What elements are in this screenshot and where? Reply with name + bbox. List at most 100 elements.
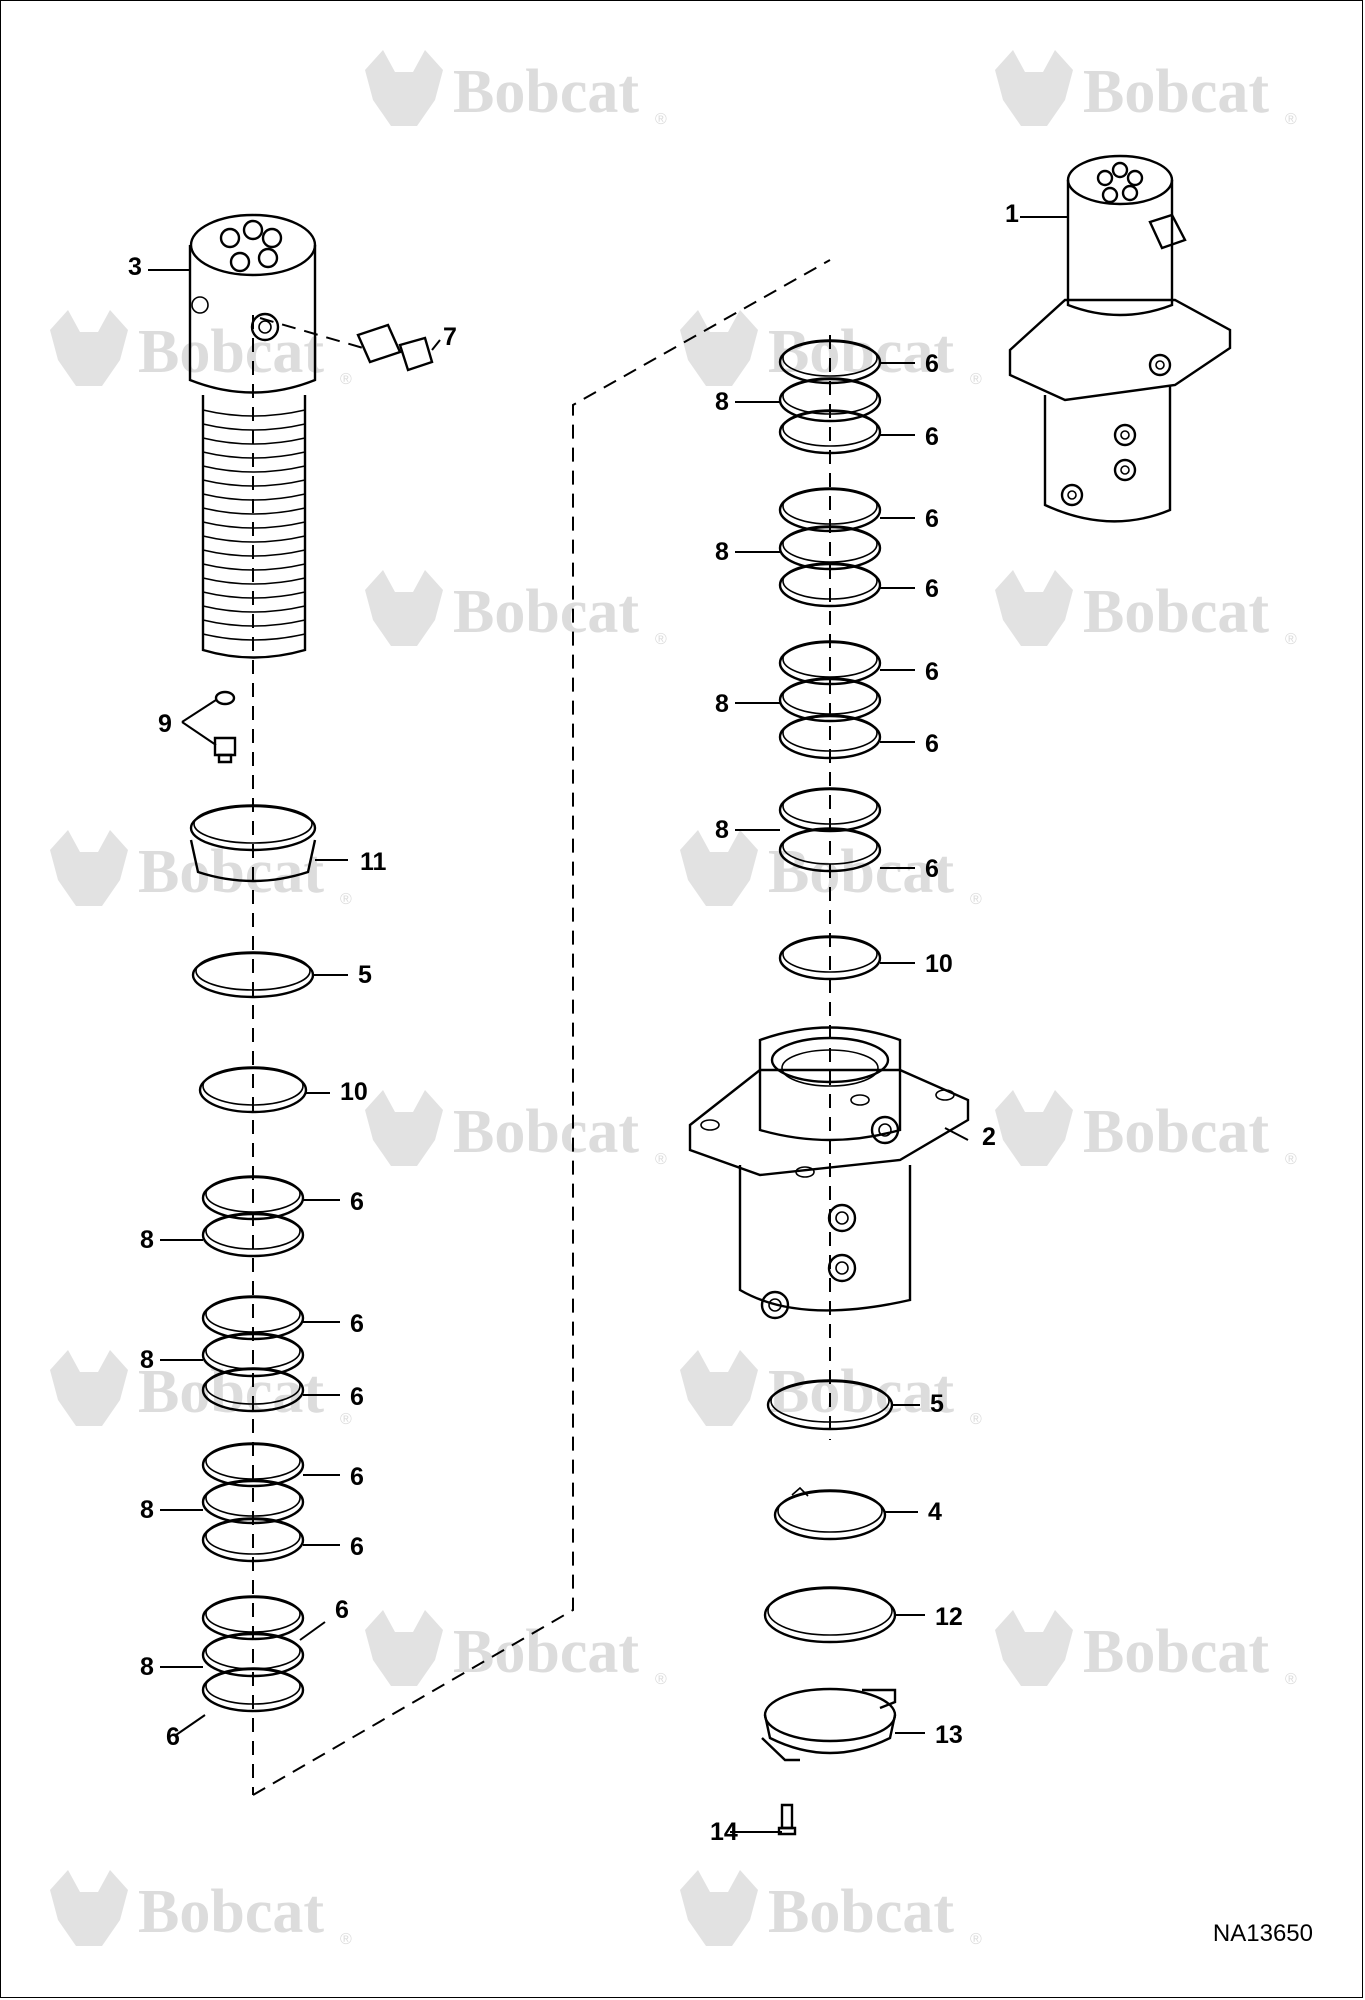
watermark-brand-text: Bobcat bbox=[453, 1098, 639, 1166]
bobcat-watermark: Bobcat ® bbox=[680, 1350, 982, 1428]
callout-number: 4 bbox=[928, 1498, 942, 1526]
seal-ring bbox=[778, 827, 882, 873]
o-ring bbox=[778, 377, 882, 423]
watermark-brand-text: Bobcat bbox=[768, 838, 954, 906]
retaining-ring bbox=[773, 1489, 887, 1541]
callout-number: 6 bbox=[925, 505, 939, 533]
seal-ring bbox=[778, 640, 882, 686]
callout: 6 bbox=[880, 855, 939, 883]
callout: 6 bbox=[303, 1188, 364, 1216]
watermark-brand-text: Bobcat bbox=[453, 1618, 639, 1686]
watermark-brand-text: Bobcat bbox=[453, 58, 639, 126]
callout: 5 bbox=[313, 961, 372, 989]
callout-number: 6 bbox=[925, 730, 939, 758]
callout: 6 bbox=[303, 1310, 364, 1338]
callout: 6 bbox=[880, 730, 939, 758]
watermark-brand-text: Bobcat bbox=[768, 1878, 954, 1946]
watermark-registered-mark: ® bbox=[340, 1931, 352, 1948]
bobcat-watermark: Bobcat® bbox=[995, 50, 1297, 128]
callout-number: 8 bbox=[140, 1346, 154, 1374]
seal-ring bbox=[778, 562, 882, 608]
watermark-brand-text: Bobcat bbox=[1083, 1618, 1269, 1686]
fitting bbox=[356, 323, 434, 372]
bobcat-watermark: Bobcat® bbox=[365, 1610, 667, 1688]
callout-number: 8 bbox=[140, 1653, 154, 1681]
callout-number: 2 bbox=[982, 1123, 996, 1151]
callout-number: 12 bbox=[935, 1603, 963, 1631]
bobcat-logo-icon bbox=[50, 1870, 128, 1946]
callout-number: 6 bbox=[925, 350, 939, 378]
callout-number: 6 bbox=[350, 1310, 364, 1338]
callout: 3 bbox=[128, 253, 190, 281]
callout-layer: 1234556666666666666678888888891010111213… bbox=[128, 200, 1068, 1846]
callout: 6 bbox=[880, 350, 939, 378]
watermark-brand-text: Bobcat bbox=[1083, 1098, 1269, 1166]
callout-number: 8 bbox=[140, 1496, 154, 1524]
callout: 4 bbox=[885, 1498, 942, 1526]
bobcat-watermark: Bobcat® bbox=[50, 830, 352, 908]
bobcat-logo-icon bbox=[365, 570, 443, 646]
callout: 11 bbox=[315, 848, 387, 876]
plug bbox=[213, 736, 237, 764]
watermark-brand-text: Bobcat bbox=[453, 578, 639, 646]
seal-ring bbox=[778, 409, 882, 455]
watermark-registered-mark: ® bbox=[1285, 1671, 1297, 1688]
bolt bbox=[777, 1803, 797, 1836]
watermark-registered-mark: ® bbox=[340, 371, 352, 388]
callout-number: 10 bbox=[340, 1078, 368, 1106]
callout: 6 bbox=[880, 658, 939, 686]
bobcat-watermark: Bobcat ® bbox=[995, 1610, 1297, 1688]
callout-number: 10 bbox=[925, 950, 953, 978]
bobcat-watermark: Bobcat® bbox=[50, 1350, 352, 1428]
watermark-registered-mark: ® bbox=[970, 1411, 982, 1428]
bobcat-logo-icon bbox=[995, 50, 1073, 126]
callout: 6 bbox=[880, 575, 939, 603]
seal-ring bbox=[189, 804, 317, 852]
watermark-brand-text: Bobcat bbox=[768, 318, 954, 386]
callout: 9 bbox=[158, 699, 217, 738]
callout: 6 bbox=[166, 1714, 206, 1751]
bobcat-logo-icon bbox=[680, 310, 758, 386]
watermark-brand-text: Bobcat bbox=[768, 1358, 954, 1426]
rotor-spool bbox=[188, 213, 317, 659]
callout-number: 8 bbox=[715, 816, 729, 844]
callout-leader bbox=[181, 721, 217, 746]
watermark-registered-mark: ® bbox=[655, 1151, 667, 1168]
callout: 2 bbox=[944, 1123, 996, 1151]
callout-number: 9 bbox=[158, 710, 172, 738]
bobcat-logo-icon bbox=[995, 570, 1073, 646]
backup-ring bbox=[198, 1066, 308, 1114]
callout-number: 6 bbox=[925, 855, 939, 883]
o-ring bbox=[201, 1212, 305, 1258]
callout: 6 bbox=[299, 1596, 349, 1641]
bobcat-logo-icon bbox=[995, 1610, 1073, 1686]
end-cover bbox=[761, 1687, 897, 1762]
watermark-registered-mark: ® bbox=[970, 371, 982, 388]
bobcat-watermark: Bobcat ® bbox=[365, 1090, 667, 1168]
callout: 5 bbox=[892, 1390, 944, 1418]
bobcat-logo-icon bbox=[680, 1870, 758, 1946]
watermark-registered-mark: ® bbox=[1285, 1151, 1297, 1168]
snap-ring bbox=[191, 951, 315, 999]
callout-number: 6 bbox=[350, 1463, 364, 1491]
callout-number: 8 bbox=[140, 1226, 154, 1254]
watermark-registered-mark: ® bbox=[340, 891, 352, 908]
callout: 8 bbox=[715, 816, 780, 844]
bobcat-watermark: Bobcat ® bbox=[995, 1090, 1297, 1168]
callout: 7 bbox=[431, 323, 457, 351]
o-ring-small bbox=[214, 690, 236, 706]
o-ring bbox=[778, 935, 882, 981]
callout-number: 7 bbox=[443, 323, 457, 351]
o-ring bbox=[778, 677, 882, 723]
callout-number: 6 bbox=[350, 1188, 364, 1216]
callout-number: 1 bbox=[1005, 200, 1019, 228]
callout: 8 bbox=[715, 388, 780, 416]
watermark-registered-mark: ® bbox=[655, 111, 667, 128]
callout-number: 6 bbox=[166, 1723, 180, 1751]
callout-number: 6 bbox=[925, 575, 939, 603]
callout-number: 6 bbox=[925, 658, 939, 686]
watermark-registered-mark: ® bbox=[655, 631, 667, 648]
callout-number: 8 bbox=[715, 538, 729, 566]
callout-number: 11 bbox=[360, 848, 387, 876]
